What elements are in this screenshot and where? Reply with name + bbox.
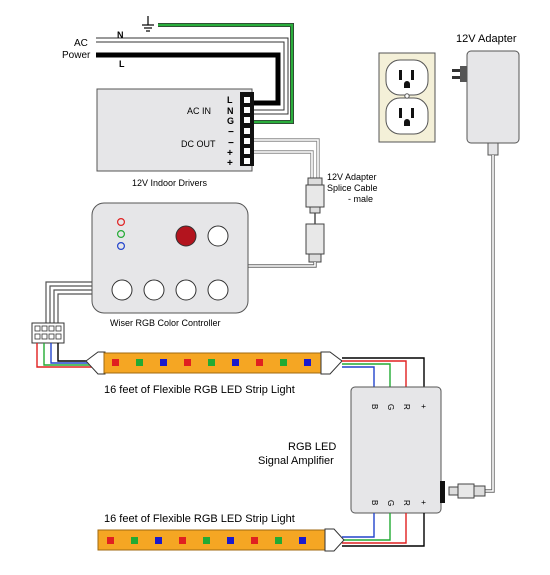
ac-label: AC <box>74 38 88 49</box>
splice-label-line3: - male <box>348 194 373 204</box>
strip1-caption: 16 feet of Flexible RGB LED Strip Light <box>104 384 295 396</box>
neutral-wire-label: N <box>117 30 124 40</box>
strip1-to-amplifier-wires <box>342 357 425 388</box>
splice-label-line2: Splice Cable <box>327 183 378 193</box>
indicator-blue-icon <box>116 242 125 251</box>
driver-pin-l: L <box>227 95 233 105</box>
amp-label-line2: Signal Amplifier <box>258 455 334 467</box>
ac-input-wires <box>96 23 294 124</box>
controller-caption: Wiser RGB Color Controller <box>110 318 221 328</box>
driver-pin-plus-1: + <box>227 148 233 159</box>
rgb-controller <box>91 202 249 314</box>
adapter-cable <box>485 155 495 493</box>
line-wire-label: L <box>119 59 125 69</box>
ground-symbol-icon <box>142 16 154 32</box>
controller-button-icon <box>207 279 229 301</box>
led-strip-2 <box>97 528 345 552</box>
driver-pin-minus-2: − <box>228 138 234 149</box>
amp-pin-bottom-b: B <box>370 500 379 505</box>
indicator-green-icon <box>116 230 125 239</box>
led-strip-1 <box>85 351 343 375</box>
adapter-title: 12V Adapter <box>456 33 517 45</box>
controller-output-cable <box>45 281 92 323</box>
amp-pin-top-b: B <box>370 404 379 409</box>
indoor-driver: L N G − − + + AC IN DC OUT <box>96 88 254 172</box>
power-label: Power <box>62 50 91 61</box>
ac-in-label: AC IN <box>187 106 211 116</box>
four-pin-connector <box>31 322 65 344</box>
strip2-caption: 16 feet of Flexible RGB LED Strip Light <box>104 513 295 525</box>
driver-caption: 12V Indoor Drivers <box>132 178 208 188</box>
strip2-leds <box>107 537 306 544</box>
controller-button-icon <box>111 279 133 301</box>
controller-button-icon <box>207 225 229 247</box>
driver-pin-minus-1: − <box>228 127 234 138</box>
signal-amplifier <box>350 386 445 514</box>
amp-power-jack <box>440 481 445 503</box>
wall-plug-icon <box>452 66 468 82</box>
amplifier-to-strip2-wires <box>342 513 425 547</box>
dc-output-wires <box>254 138 320 178</box>
amp-pin-top-plus: + <box>419 404 428 409</box>
amp-pin-top-g: G <box>386 404 395 410</box>
strip1-leds <box>112 359 311 366</box>
driver-pin-plus-2: + <box>227 158 233 169</box>
amp-pin-bottom-plus: + <box>419 500 428 505</box>
adapter-dc-connector <box>448 483 486 499</box>
driver-pin-g: G <box>227 116 234 126</box>
splice-label-line1: 12V Adapter <box>327 172 377 182</box>
driver-pin-n: N <box>227 106 234 116</box>
amp-pin-top-r: R <box>402 404 411 410</box>
amp-label-line1: RGB LED <box>288 441 336 453</box>
power-adapter <box>466 50 520 156</box>
amp-pin-bottom-g: G <box>386 500 395 506</box>
controller-button-icon <box>143 279 165 301</box>
duplex-outlet-icon <box>378 52 436 143</box>
amp-pin-bottom-r: R <box>402 500 411 506</box>
indicator-red-icon <box>116 218 125 227</box>
splice-cable-connector <box>305 177 325 263</box>
power-button-icon <box>175 225 197 247</box>
dc-out-label: DC OUT <box>181 139 216 149</box>
controller-button-icon <box>175 279 197 301</box>
strip1-input-wires <box>36 343 92 368</box>
